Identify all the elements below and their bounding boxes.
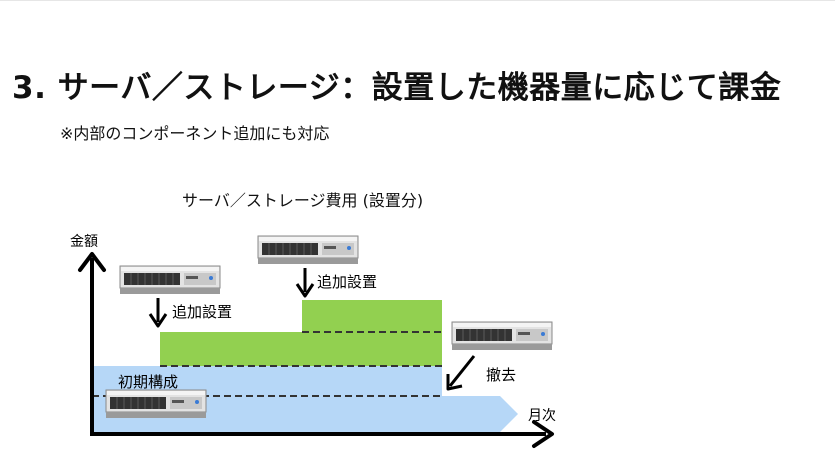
label-base: 初期構成: [118, 373, 178, 391]
label-add-1: 追加設置: [172, 303, 232, 321]
label-add-2: 追加設置: [317, 273, 377, 291]
y-axis-arrowhead: [78, 252, 106, 272]
arrow-down-icon: [148, 298, 168, 328]
slide-subtitle: ※内部のコンポーネント追加にも対応: [60, 124, 330, 143]
added-layer-1: [160, 332, 442, 366]
y-axis-label: 金額: [70, 234, 98, 250]
x-axis-label: 月次: [528, 408, 556, 424]
added-layer-2: [302, 300, 442, 332]
top-border: [0, 0, 835, 1]
arrow-down-left-icon: [446, 355, 476, 391]
diagram-title: サーバ／ストレージ費用 (設置分): [182, 191, 424, 210]
slide-title: 3. サーバ／ストレージ：設置した機器量に応じて課金: [12, 70, 782, 106]
x-axis-arrowhead: [532, 420, 554, 448]
label-remove: 撤去: [486, 366, 516, 384]
server-icon-base: [105, 389, 207, 419]
server-icon-remove: [451, 321, 553, 351]
server-icon-add-2: [257, 235, 359, 265]
server-icon-add-1: [119, 265, 221, 295]
arrow-down-icon: [295, 268, 315, 298]
